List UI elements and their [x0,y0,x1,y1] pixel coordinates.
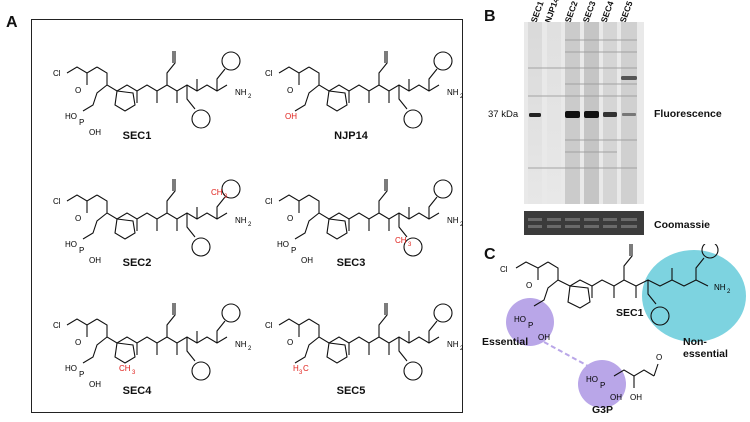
svg-text:Cl: Cl [265,197,273,206]
svg-text:Cl: Cl [500,265,508,274]
svg-text:P: P [600,381,605,390]
compound-label-sec4: SEC4 [122,385,152,397]
svg-text:OH: OH [89,256,101,265]
svg-text:HO: HO [65,240,77,249]
svg-text:Cl: Cl [53,321,61,330]
svg-text:O: O [656,353,662,362]
svg-text:NH: NH [447,216,459,225]
svg-text:NH: NH [447,340,459,349]
svg-text:CH: CH [395,236,407,245]
svg-text:O: O [287,214,293,223]
svg-text:HO: HO [514,315,526,324]
svg-text:HO: HO [65,364,77,373]
panel-b-letter: B [484,8,496,25]
svg-text:2: 2 [727,289,731,295]
svg-text:O: O [287,338,293,347]
svg-text:O: O [287,86,293,95]
svg-text:2: 2 [248,346,252,352]
svg-text:P: P [291,246,296,255]
svg-text:OH: OH [630,393,642,402]
essential-label: Essential [482,336,529,348]
svg-text:NH: NH [235,216,247,225]
svg-text:OH: OH [538,333,550,342]
svg-text:C: C [303,364,309,373]
svg-text:O: O [75,338,81,347]
svg-text:2: 2 [460,94,463,100]
svg-text:NH: NH [714,283,726,292]
svg-text:O: O [75,86,81,95]
svg-text:OH: OH [301,256,313,265]
fluorescence-gel [524,22,644,204]
svg-text:P: P [79,370,84,379]
svg-text:Cl: Cl [53,69,61,78]
svg-text:Cl: Cl [53,197,61,206]
svg-text:OH: OH [89,128,101,137]
fluorescence-label: Fluorescence [654,108,722,120]
compound-label-sec1: SEC1 [122,130,152,142]
svg-text:NH: NH [235,340,247,349]
svg-text:3: 3 [132,370,136,376]
svg-text:2: 2 [248,94,252,100]
svg-text:O: O [75,214,81,223]
nonessential-label: Non-essential [683,336,728,360]
compound-label-c-sec1: SEC1 [616,307,644,319]
svg-text:H: H [293,364,299,373]
nonessential-region [642,250,746,342]
svg-text:3: 3 [224,194,228,200]
essential-region-sec1 [506,298,554,346]
svg-text:HO: HO [586,375,598,384]
lane-label-sec3: SEC3 [580,0,598,24]
svg-text:HO: HO [65,112,77,121]
panel-c-letter: C [484,246,496,263]
essential-region-g3p [578,360,626,408]
lane-label-sec2: SEC2 [562,0,580,24]
compound-label-sec2: SEC2 [122,257,152,269]
metabolite-label-g3p: G3P [592,404,614,416]
essential-link [543,341,589,367]
svg-text:NH: NH [447,88,459,97]
compound-label-njp14: NJP14 [334,130,368,142]
svg-text:CH: CH [119,364,131,373]
panel-a-letter: A [6,14,18,31]
panel-a-frame [31,19,463,413]
svg-text:NH: NH [235,88,247,97]
svg-text:2: 2 [248,222,252,228]
coomassie-label: Coomassie [654,219,711,231]
svg-text:3: 3 [408,242,412,248]
lane-label-sec4: SEC4 [598,0,616,24]
svg-text:P: P [528,321,533,330]
svg-text:HO: HO [277,240,289,249]
lane-label-sec5: SEC5 [617,0,635,24]
svg-text:CH: CH [211,188,223,197]
compound-label-sec3: SEC3 [336,257,366,269]
marker-37kda: 37 kDa [488,109,519,120]
svg-text:OH: OH [285,112,297,121]
svg-text:O: O [526,281,532,290]
svg-text:3: 3 [299,370,303,376]
svg-text:Cl: Cl [265,321,273,330]
svg-text:P: P [79,246,84,255]
coomassie-gel [524,211,644,235]
svg-text:2: 2 [460,346,463,352]
compound-label-sec5: SEC5 [336,385,366,397]
svg-text:2: 2 [460,222,463,228]
svg-text:OH: OH [89,380,101,389]
svg-text:OH: OH [610,393,622,402]
svg-text:Cl: Cl [265,69,273,78]
svg-text:P: P [79,118,84,127]
